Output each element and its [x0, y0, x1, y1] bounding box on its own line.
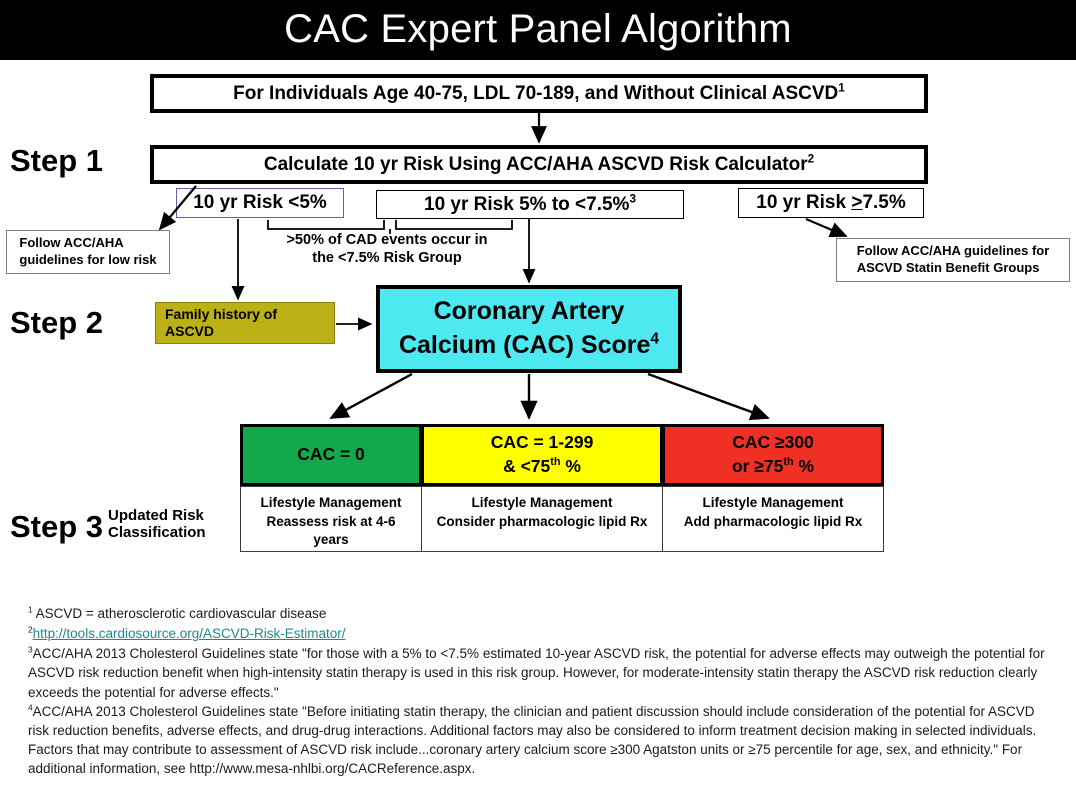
eligibility-text: For Individuals Age 40-75, LDL 70-189, a… [233, 81, 845, 104]
tier-head-cac-1-299: CAC = 1-299 & <75th % [421, 424, 663, 486]
arrow-cac-to-red [647, 372, 770, 421]
tier-head-cac-300-line2: or ≥75th % [731, 456, 815, 476]
tier-body-cac-0-line2: Reassess risk at 4-6 [266, 513, 396, 529]
footnote-3: 3ACC/AHA 2013 Cholesterol Guidelines sta… [28, 644, 1045, 700]
step-3-label: Step 3 [10, 508, 104, 544]
cac-score-line2: Calcium (CAC) Score4 [398, 330, 660, 359]
cac-score-line1: Coronary Artery [433, 297, 625, 326]
eligibility-box: For Individuals Age 40-75, LDL 70-189, a… [150, 74, 928, 113]
family-history-box: Family history of ASCVD [155, 302, 335, 344]
guidance-high-text: Follow ACC/AHA guidelines for ASCVD Stat… [856, 243, 1050, 275]
tier-body-cac-300-line2: Add pharmacologic lipid Rx [683, 513, 863, 529]
step-3-sublabel: Updated Risk Classification [108, 507, 206, 541]
risk-mid-label: 10 yr Risk 5% to <7.5%3 [424, 192, 636, 215]
risk-mid-footnote-marker: 3 [629, 192, 636, 206]
greater-equal-glyph: > [851, 192, 863, 213]
footnote-1: 1 ASCVD = atherosclerotic cardiovascular… [28, 604, 327, 621]
tier-head-cac-1-299-line1: CAC = 1-299 [490, 432, 594, 453]
tier-body-cac-1-299-line1: Lifestyle Management [471, 495, 613, 510]
tier-body-cac-0-line3: years [313, 532, 349, 548]
footnotes: 1 ASCVD = atherosclerotic cardiovascular… [28, 604, 1050, 778]
title-banner [0, 0, 1076, 60]
tier-body-cac-0: Lifestyle Management Reassess risk at 4-… [240, 486, 422, 552]
tier-head-cac-300: CAC ≥300 or ≥75th % [662, 424, 884, 486]
tier-body-cac-1-299: Lifestyle Management Consider pharmacolo… [421, 486, 663, 552]
tier-body-cac-1-299-line2: Consider pharmacologic lipid Rx [436, 513, 648, 529]
footnote-4: 4ACC/AHA 2013 Cholesterol Guidelines sta… [28, 702, 1037, 777]
risk-mid-box: 10 yr Risk 5% to <7.5%3 [376, 190, 684, 219]
arrow-high-to-guidance [805, 217, 848, 238]
tier-head-cac-0: CAC = 0 [240, 424, 422, 486]
family-history-text: Family history of ASCVD [165, 305, 278, 340]
step-1-label: Step 1 [10, 143, 104, 178]
guidance-low-box: Follow ACC/AHA guidelines for low risk [6, 230, 170, 274]
tier-body-cac-300-line1: Lifestyle Management [702, 495, 844, 510]
calculate-risk-text: Calculate 10 yr Risk Using ACC/AHA ASCVD… [263, 152, 815, 175]
tier-body-cac-0-line1: Lifestyle Management [260, 495, 402, 510]
tier-body-cac-300: Lifestyle Management Add pharmacologic l… [662, 486, 884, 552]
bracket-risk-span-right [395, 220, 513, 230]
bracket-risk-span-left [267, 220, 385, 230]
calculate-footnote-marker: 2 [807, 152, 815, 166]
guidance-high-box: Follow ACC/AHA guidelines for ASCVD Stat… [836, 238, 1070, 282]
arrow-cac-to-green [329, 372, 413, 420]
eligibility-footnote-marker: 1 [838, 81, 845, 95]
tier-head-cac-1-299-line2: & <75th % [503, 456, 581, 476]
tier-head-cac-300-line1: CAC ≥300 [732, 432, 814, 453]
risk-low-box: 10 yr Risk <5% [176, 188, 344, 218]
risk-high-label: 10 yr Risk >7.5% [756, 192, 906, 213]
tier-head-cac-0-line1: CAC = 0 [297, 444, 365, 465]
cac-score-box: Coronary Artery Calcium (CAC) Score4 [376, 285, 682, 373]
page-title: CAC Expert Panel Algorithm [284, 7, 792, 51]
cardiosource-link[interactable]: http://tools.cardiosource.org/ASCVD-Risk… [32, 626, 346, 642]
risk-high-box: 10 yr Risk >7.5% [738, 188, 924, 218]
guidance-low-text: Follow ACC/AHA guidelines for low risk [19, 235, 157, 267]
cac-footnote-marker: 4 [650, 330, 660, 348]
calculate-risk-box: Calculate 10 yr Risk Using ACC/AHA ASCVD… [150, 145, 928, 184]
risk-low-label: 10 yr Risk <5% [193, 192, 327, 213]
step-2-label: Step 2 [10, 305, 104, 340]
cad-events-note: >50% of CAD events occur in the <7.5% Ri… [286, 232, 488, 267]
footnote-2: 2http://tools.cardiosource.org/ASCVD-Ris… [28, 624, 346, 642]
step-3-label-group: Step 3 Updated Risk Classification [10, 507, 206, 545]
